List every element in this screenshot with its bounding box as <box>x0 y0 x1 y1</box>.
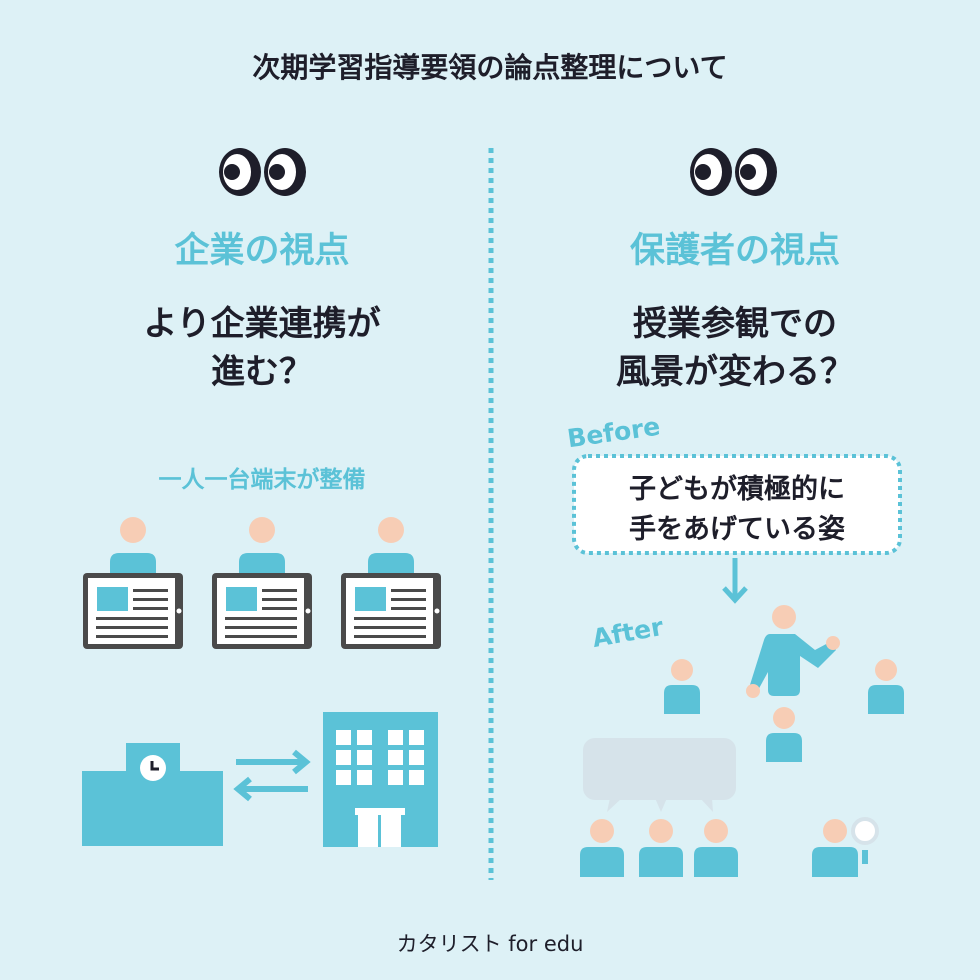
page-title: 次期学習指導要領の論点整理について <box>252 51 728 84</box>
left-subheading: 一人一台端末が整備 <box>158 467 366 493</box>
left-question-line1: より企業連携が <box>143 304 381 344</box>
office-building-icon <box>323 712 438 847</box>
school-icon <box>82 743 223 846</box>
eyes-icon-left <box>219 148 306 196</box>
bubble-line2: 手をあげている姿 <box>629 514 845 545</box>
footer-brand: カタリスト for edu <box>396 932 584 956</box>
student-icon <box>664 659 700 714</box>
student-icon <box>694 819 738 877</box>
left-heading: 企業の視点 <box>174 231 350 271</box>
right-heading: 保護者の視点 <box>629 231 840 271</box>
student-tablet-icon <box>212 517 312 649</box>
speech-bubble <box>572 454 902 555</box>
student-icon <box>766 707 802 762</box>
student-icon <box>639 819 683 877</box>
eyes-icon-right <box>690 148 777 196</box>
magnifier-icon <box>851 817 879 864</box>
left-question-line2: 進む？ <box>211 352 313 392</box>
right-question-line1: 授業参観での <box>633 304 837 344</box>
exchange-arrows-icon <box>233 749 311 802</box>
student-icon <box>868 659 904 714</box>
student-tablet-icon <box>341 517 441 649</box>
student-icon <box>580 819 624 877</box>
right-question-line2: 風景が変わる？ <box>616 352 854 392</box>
bubble-text: 子どもが積極的に 手をあげている姿 <box>573 470 901 550</box>
teacher-icon <box>746 605 840 698</box>
student-icon <box>812 819 858 877</box>
student-tablet-icon <box>83 517 183 649</box>
arrow-down-icon <box>722 558 748 604</box>
bubble-line1: 子どもが積極的に <box>629 474 845 505</box>
discussion-bubble <box>583 738 736 812</box>
